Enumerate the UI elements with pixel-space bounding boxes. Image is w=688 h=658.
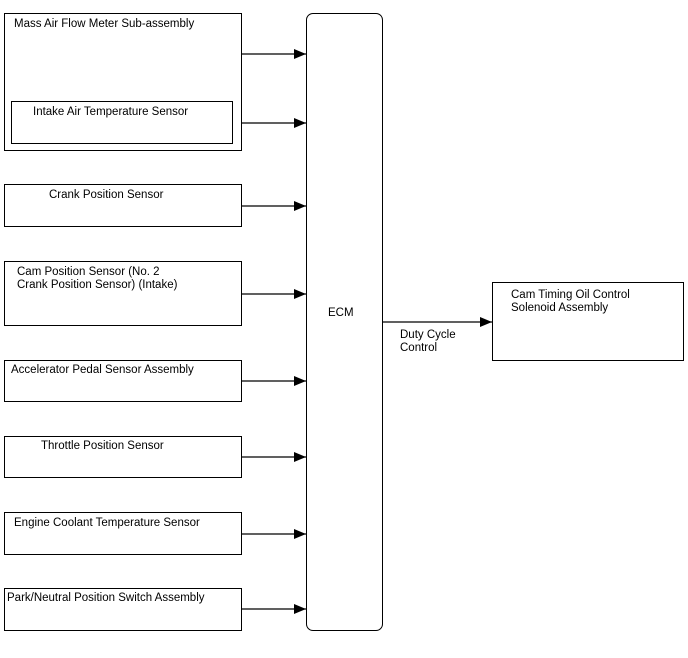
solenoid-box <box>492 282 684 361</box>
cam-label: Cam Position Sensor (No. 2 Crank Positio… <box>17 266 178 291</box>
ecm-box <box>306 13 383 631</box>
duty-cycle-label: Duty Cycle Control <box>400 329 456 354</box>
iat-box <box>11 101 233 144</box>
throttle-label: Throttle Position Sensor <box>41 440 164 452</box>
cam-box <box>4 261 242 326</box>
park-box <box>4 588 242 631</box>
accel-box <box>4 360 242 402</box>
accel-label: Accelerator Pedal Sensor Assembly <box>11 364 194 376</box>
coolant-box <box>4 512 242 555</box>
crank-box <box>4 184 242 227</box>
coolant-label: Engine Coolant Temperature Sensor <box>14 517 200 529</box>
solenoid-label: Cam Timing Oil Control Solenoid Assembly <box>511 289 630 314</box>
park-label: Park/Neutral Position Switch Assembly <box>7 592 205 604</box>
crank-label: Crank Position Sensor <box>49 189 164 201</box>
ecm-label: ECM <box>328 307 354 319</box>
iat-label: Intake Air Temperature Sensor <box>33 106 189 118</box>
throttle-box <box>4 436 242 478</box>
maf-label: Mass Air Flow Meter Sub-assembly <box>14 18 195 30</box>
